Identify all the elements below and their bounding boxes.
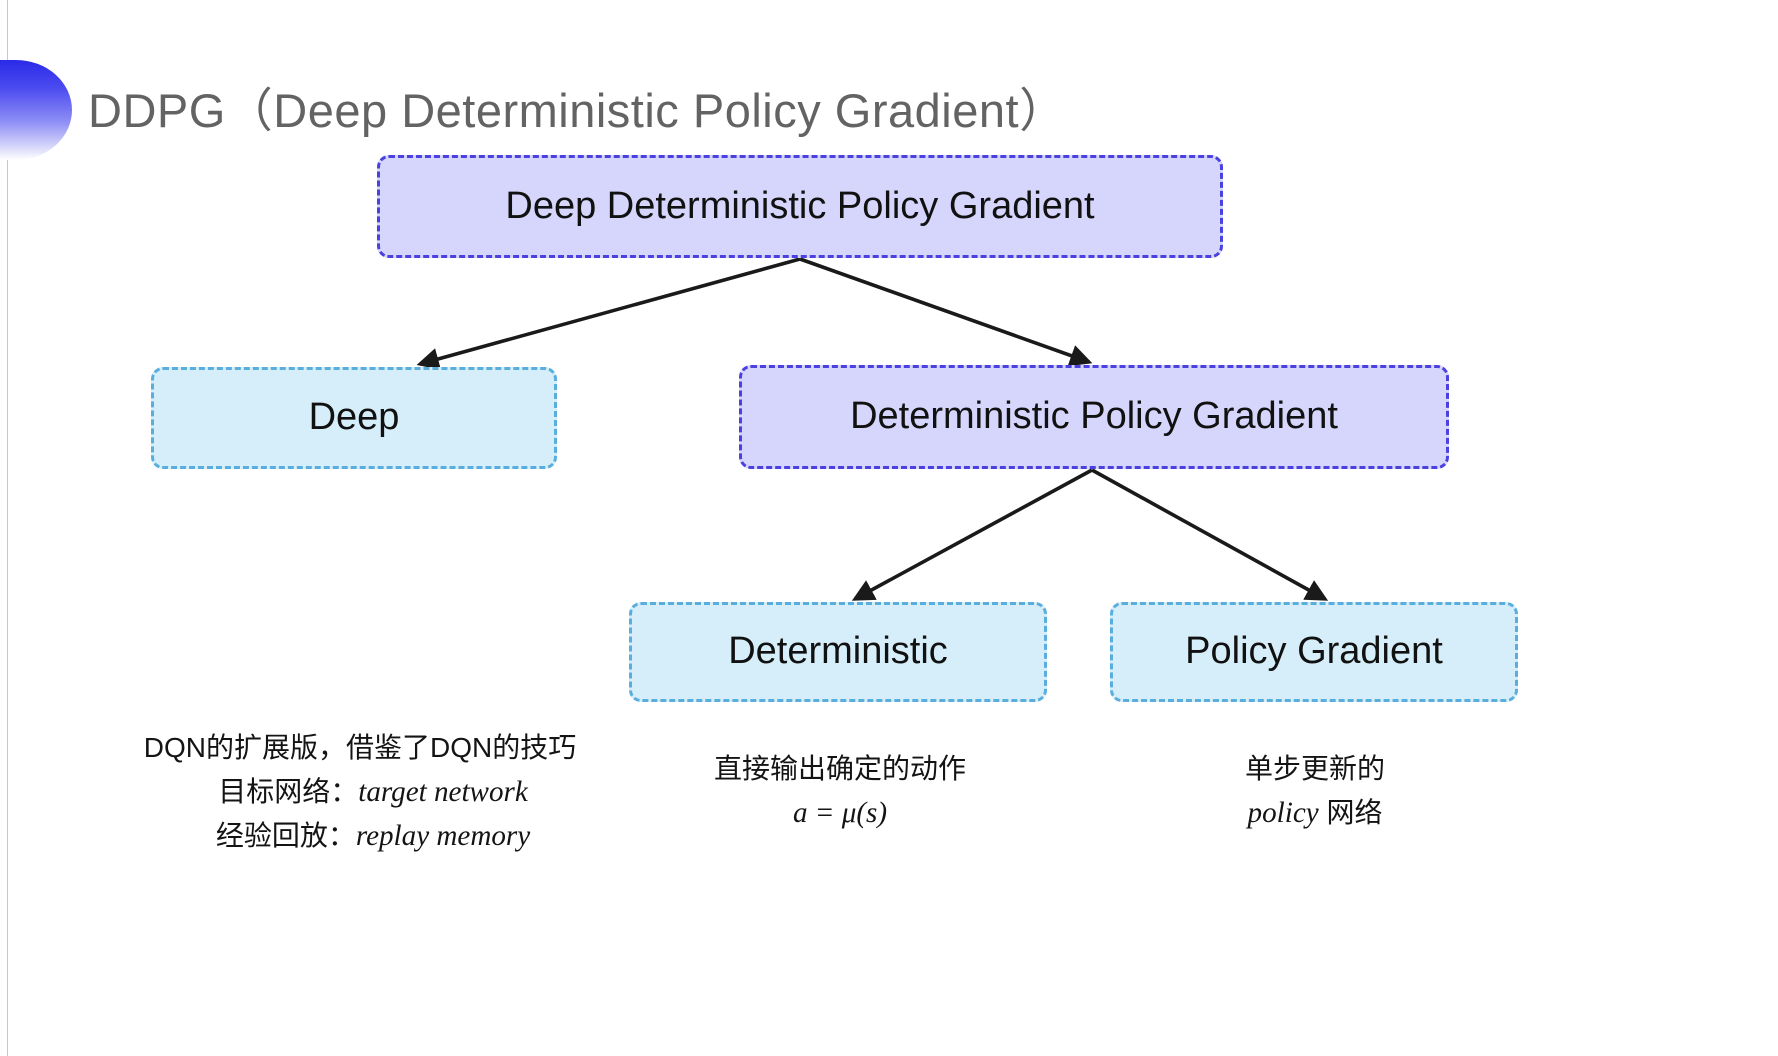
edge-dpg-to-pg bbox=[1091, 468, 1329, 601]
caption-deep-line2: 目标网络：target network bbox=[95, 770, 625, 814]
caption-policy-gradient-line1: 单步更新的 bbox=[1244, 753, 1385, 784]
caption-deep-line3-label: 经验回放： bbox=[215, 819, 356, 851]
title-bullet-decoration-icon bbox=[0, 60, 72, 160]
caption-deterministic: 直接输出确定的动作 a = μ(s) bbox=[645, 748, 1035, 835]
caption-deep-line2-term: target network bbox=[358, 775, 528, 808]
node-policy-gradient[interactable]: Policy Gradient bbox=[1110, 602, 1518, 702]
node-deep-deterministic-policy-gradient[interactable]: Deep Deterministic Policy Gradient bbox=[377, 155, 1223, 258]
node-label: Policy Gradient bbox=[1185, 630, 1443, 673]
slide-left-border bbox=[7, 0, 8, 1056]
node-label: Deterministic bbox=[728, 630, 948, 673]
caption-policy-gradient-term: policy bbox=[1247, 796, 1319, 829]
caption-policy-gradient-rest: 网络 bbox=[1318, 796, 1383, 828]
caption-deep-line2-label: 目标网络： bbox=[218, 775, 359, 807]
node-deterministic-policy-gradient[interactable]: Deterministic Policy Gradient bbox=[739, 365, 1449, 469]
node-deterministic[interactable]: Deterministic bbox=[629, 602, 1047, 702]
caption-deep-line3-term: replay memory bbox=[355, 819, 531, 852]
caption-deep-line3: 经验回放：replay memory bbox=[95, 814, 625, 858]
caption-policy-gradient-line2: policy 网络 bbox=[1140, 791, 1490, 835]
node-deep[interactable]: Deep bbox=[151, 367, 557, 469]
edge-root-to-deep bbox=[416, 257, 801, 370]
node-label: Deep bbox=[308, 396, 400, 439]
caption-policy-gradient: 单步更新的 policy 网络 bbox=[1140, 748, 1490, 835]
caption-deep-line1: DQN的扩展版，借鉴了DQN的技巧 bbox=[143, 732, 577, 763]
node-label: Deterministic Policy Gradient bbox=[850, 395, 1338, 438]
caption-deterministic-line1: 直接输出确定的动作 bbox=[713, 753, 966, 784]
caption-deep: DQN的扩展版，借鉴了DQN的技巧 目标网络：target network 经验… bbox=[95, 727, 625, 858]
page-title: DDPG（Deep Deterministic Policy Gradient） bbox=[88, 84, 1067, 137]
caption-deterministic-formula: a = μ(s) bbox=[792, 796, 888, 829]
node-label: Deep Deterministic Policy Gradient bbox=[505, 184, 1095, 227]
edge-root-to-dpg bbox=[799, 257, 1093, 367]
edge-dpg-to-det bbox=[851, 468, 1093, 601]
